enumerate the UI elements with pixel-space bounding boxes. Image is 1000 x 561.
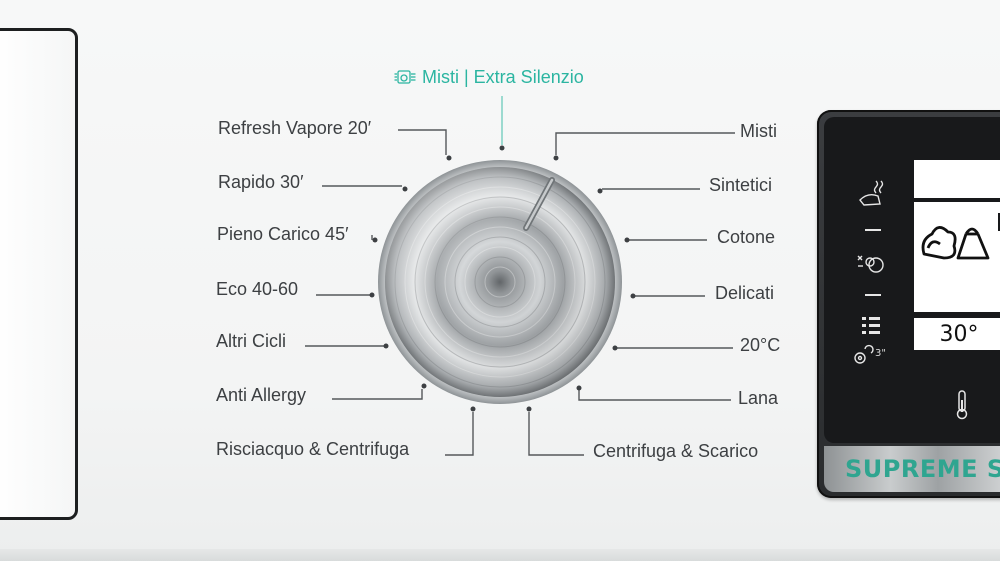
program-pieno-carico[interactable]: Pieno Carico 45′ — [217, 224, 349, 244]
temperature-readout: 30° — [914, 318, 1000, 350]
program-eco[interactable]: Eco 40-60 — [216, 279, 299, 299]
program-risciacquo[interactable]: Risciacquo & Centrifuga — [216, 439, 410, 459]
thermometer-icon[interactable] — [954, 390, 970, 425]
program-20c[interactable]: 20°C — [740, 335, 781, 355]
top-mode[interactable]: Misti | Extra Silenzio — [394, 67, 584, 87]
options-icon[interactable] — [862, 316, 882, 343]
divider-1 — [865, 229, 881, 231]
brand-logo: SUPREME S — [845, 455, 1000, 483]
program-dial[interactable] — [378, 160, 622, 404]
program-sintetici[interactable]: Sintetici — [709, 175, 773, 195]
program-refresh-vapore[interactable]: Refresh Vapore 20′ — [218, 118, 372, 138]
delay-icon[interactable] — [853, 344, 875, 371]
program-misti[interactable]: Misti — [740, 121, 777, 141]
seconds-badge: 3" — [875, 348, 886, 359]
anti-allergy-icon[interactable] — [856, 250, 888, 283]
top-mode-label: Misti | Extra Silenzio — [422, 67, 584, 87]
program-altri-cicli[interactable]: Altri Cicli — [216, 331, 286, 351]
program-cotone[interactable]: Cotone — [717, 227, 776, 247]
bottom-rail — [0, 549, 1000, 561]
divider-2 — [865, 294, 881, 296]
program-rapido[interactable]: Rapido 30′ — [218, 172, 304, 192]
program-anti-allergy[interactable]: Anti Allergy — [216, 385, 307, 405]
quiet-wash-icon — [394, 68, 416, 86]
lcd-indicator — [998, 213, 1000, 231]
program-delicati[interactable]: Delicati — [715, 283, 775, 303]
display-trim — [824, 446, 1000, 492]
program-lana[interactable]: Lana — [738, 388, 779, 408]
program-centrifuga-scarico[interactable]: Centrifuga & Scarico — [593, 441, 759, 461]
laundry-illustration-icon — [921, 226, 990, 260]
detergent-drawer[interactable] — [0, 28, 78, 520]
lcd-status-bar — [914, 160, 1000, 198]
lcd-main — [914, 202, 1000, 312]
steam-icon[interactable] — [856, 178, 888, 213]
